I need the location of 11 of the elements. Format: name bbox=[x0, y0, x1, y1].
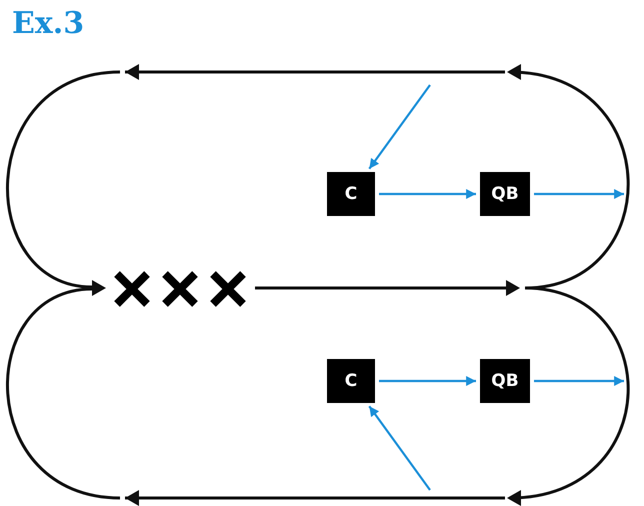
arrow bbox=[379, 189, 476, 199]
arrow bbox=[534, 376, 624, 386]
player-box: C bbox=[327, 359, 375, 403]
arrow bbox=[368, 84, 431, 170]
player-box: QB bbox=[480, 172, 530, 216]
title: Ex.3 bbox=[12, 6, 84, 41]
player-box: QB bbox=[480, 359, 530, 403]
player-box: C bbox=[327, 172, 375, 216]
arrow bbox=[379, 376, 476, 386]
arrow bbox=[368, 406, 431, 491]
arrow bbox=[534, 189, 624, 199]
